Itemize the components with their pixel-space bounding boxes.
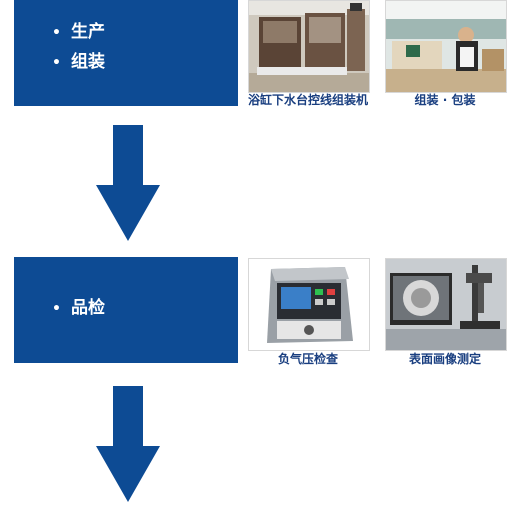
- caption-pressure-tester: 负气压检查: [277, 352, 338, 366]
- photo-assembly-packing: [385, 0, 507, 93]
- bullet-item-production: • 生产: [52, 22, 105, 43]
- bullet-dot: •: [52, 25, 61, 41]
- bullet-label: 组装: [70, 52, 105, 72]
- down-arrow-icon: [96, 386, 160, 502]
- caption-assembly-machine: 浴缸下水台控线组装机: [247, 93, 368, 107]
- stage-box-production: • 生产 • 组装: [14, 0, 238, 106]
- bullet-label: 品检: [70, 298, 105, 318]
- bullet-dot: •: [52, 55, 61, 71]
- bullet-label: 生产: [70, 22, 105, 42]
- photo-surface-measurement: [385, 258, 507, 351]
- down-arrow-icon: [96, 125, 160, 241]
- caption-assembly-packing: 组装 · 包装: [414, 93, 476, 107]
- bullet-item-assembly: • 组装: [52, 52, 105, 73]
- caption-surface-measurement: 表面画像测定: [408, 352, 481, 366]
- bullet-dot: •: [52, 301, 61, 317]
- photo-assembly-machine: [248, 0, 370, 93]
- photo-pressure-tester: [248, 258, 370, 351]
- stage-box-inspection: • 品检: [14, 257, 238, 363]
- bullet-item-inspection: • 品检: [52, 298, 105, 319]
